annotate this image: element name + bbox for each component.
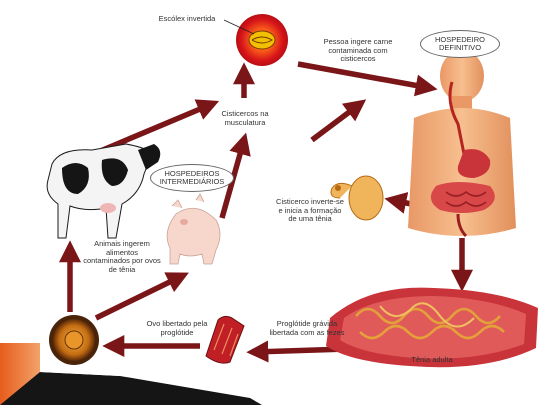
human-host-illustration	[408, 50, 516, 236]
arrow-egg-to-pig	[96, 276, 182, 318]
arrow-to-human	[298, 64, 430, 88]
cow-illustration	[47, 144, 160, 238]
label-gravid-proglottid: Proglótide grávida libertada com as feze…	[262, 320, 352, 337]
label-egg-released: Ovo libertado pela proglótide	[136, 320, 218, 337]
definitive-host-badge: HOSPEDEIRO DEFINITIVO	[420, 30, 500, 58]
label-person-eats-meat: Pessoa ingere carne contaminada com cist…	[318, 38, 398, 64]
label-animals-ingest-eggs: Animais ingerem alimentos contaminados p…	[78, 240, 166, 274]
arrow-muscle-to-human	[312, 104, 360, 140]
intermediate-hosts-badge: HOSPEDEIROS INTERMEDIÁRIOS	[150, 164, 234, 192]
label-cysticerci-in-muscle: Cisticercos na musculatura	[214, 110, 276, 127]
label-adult-tapeworm: Tênia adulta	[402, 356, 462, 365]
label-inverted-scolex: Escólex invertida	[148, 15, 226, 24]
label-cysticercus-everts: Cisticerco inverte-se e inicia a formaçã…	[268, 198, 352, 224]
pig-illustration	[167, 194, 220, 264]
tapeworm-egg-illustration	[49, 315, 99, 365]
inverted-scolex-illustration	[224, 14, 288, 66]
